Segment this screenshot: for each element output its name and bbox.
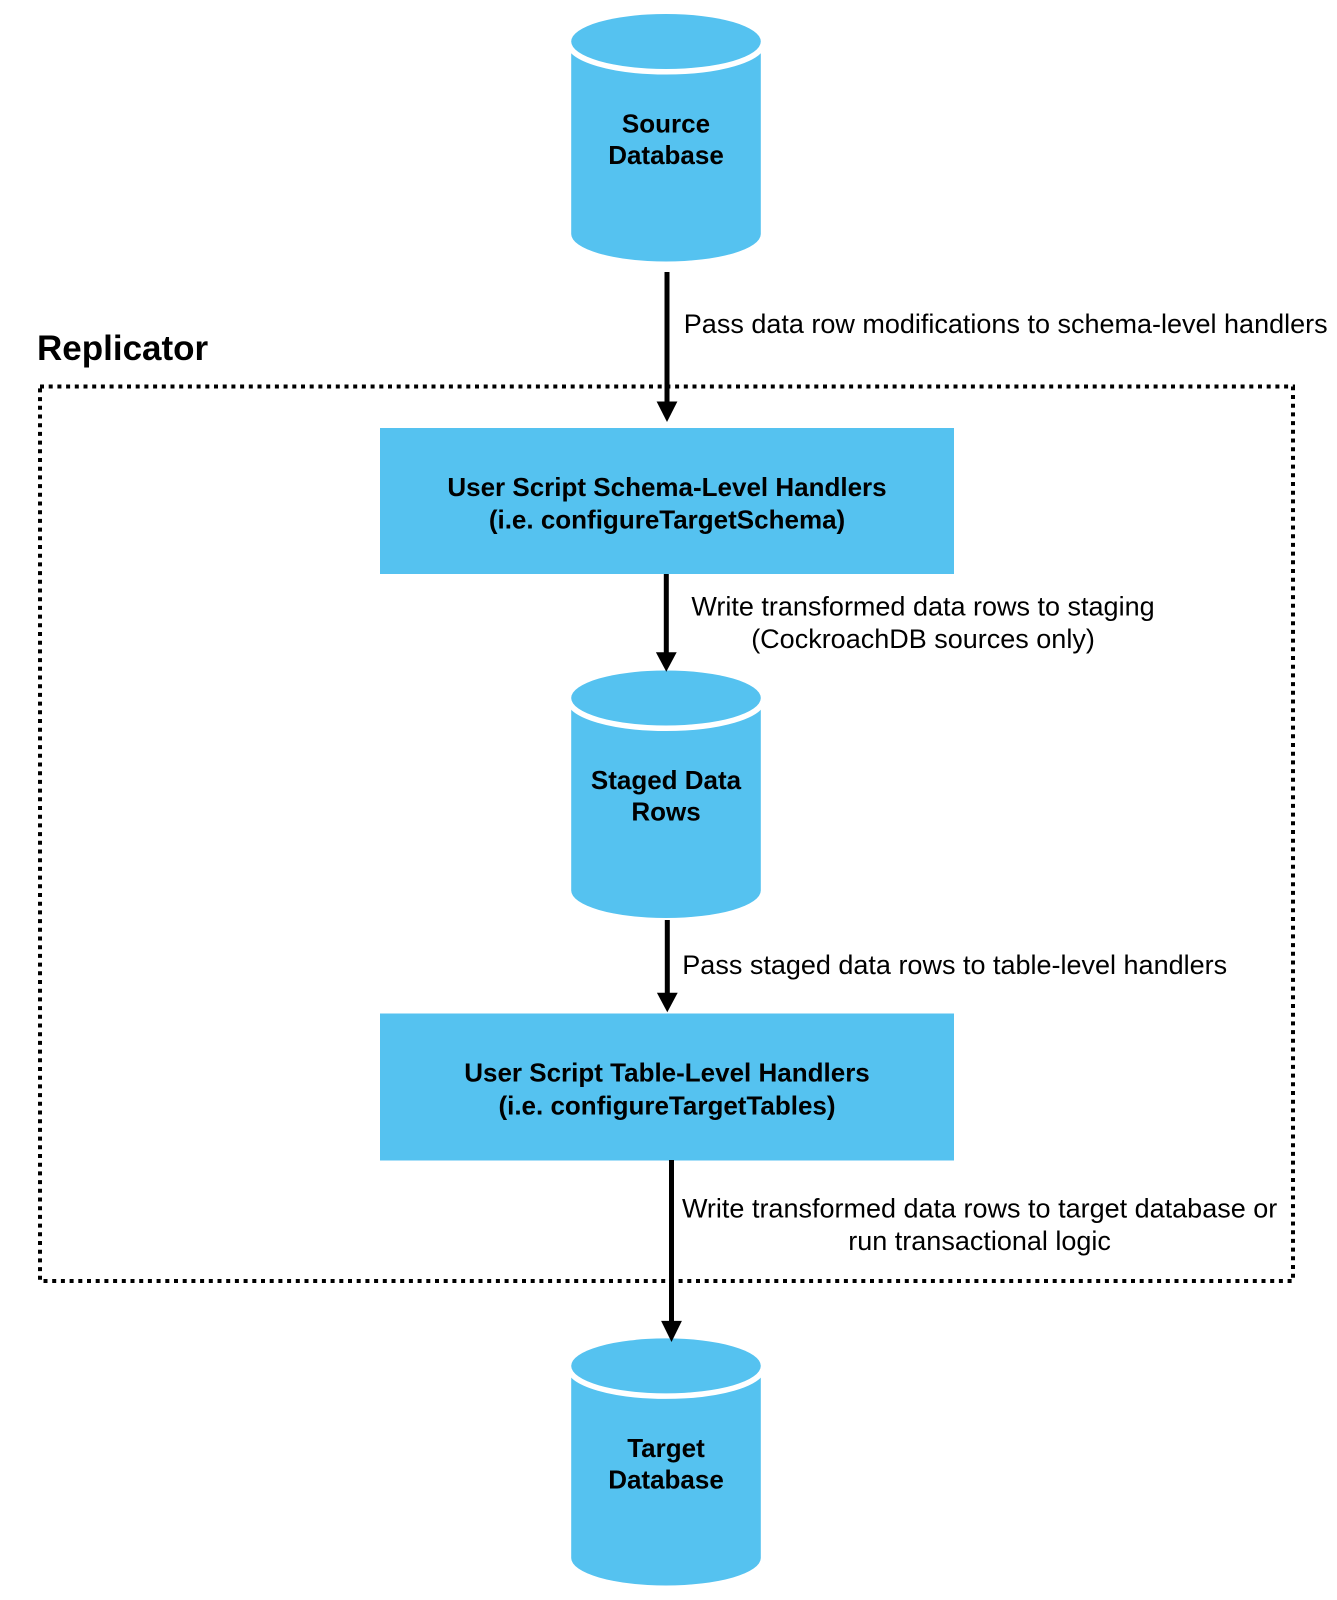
svg-text:Database: Database bbox=[608, 140, 724, 170]
svg-text:User Script Table-Level Handle: User Script Table-Level Handlers bbox=[464, 1058, 870, 1088]
svg-text:(i.e. configureTargetTables): (i.e. configureTargetTables) bbox=[498, 1090, 835, 1120]
svg-text:Replicator: Replicator bbox=[37, 329, 209, 368]
svg-text:Target: Target bbox=[627, 1433, 705, 1463]
svg-text:Write transformed data rows to: Write transformed data rows to target da… bbox=[682, 1194, 1277, 1224]
svg-text:Pass data row modifications to: Pass data row modifications to schema-le… bbox=[684, 309, 1328, 339]
svg-text:Staged Data: Staged Data bbox=[591, 765, 742, 795]
svg-text:Rows: Rows bbox=[631, 797, 700, 827]
svg-text:(CockroachDB sources only): (CockroachDB sources only) bbox=[751, 624, 1095, 654]
svg-text:Write transformed data rows to: Write transformed data rows to staging bbox=[691, 592, 1154, 622]
svg-text:Source: Source bbox=[622, 108, 710, 138]
svg-text:Pass staged data rows to table: Pass staged data rows to table-level han… bbox=[682, 950, 1227, 980]
svg-text:(i.e. configureTargetSchema): (i.e. configureTargetSchema) bbox=[489, 505, 845, 535]
svg-text:Database: Database bbox=[608, 1465, 724, 1495]
svg-text:User Script Schema-Level Handl: User Script Schema-Level Handlers bbox=[447, 472, 886, 502]
svg-text:run transactional logic: run transactional logic bbox=[848, 1226, 1111, 1256]
